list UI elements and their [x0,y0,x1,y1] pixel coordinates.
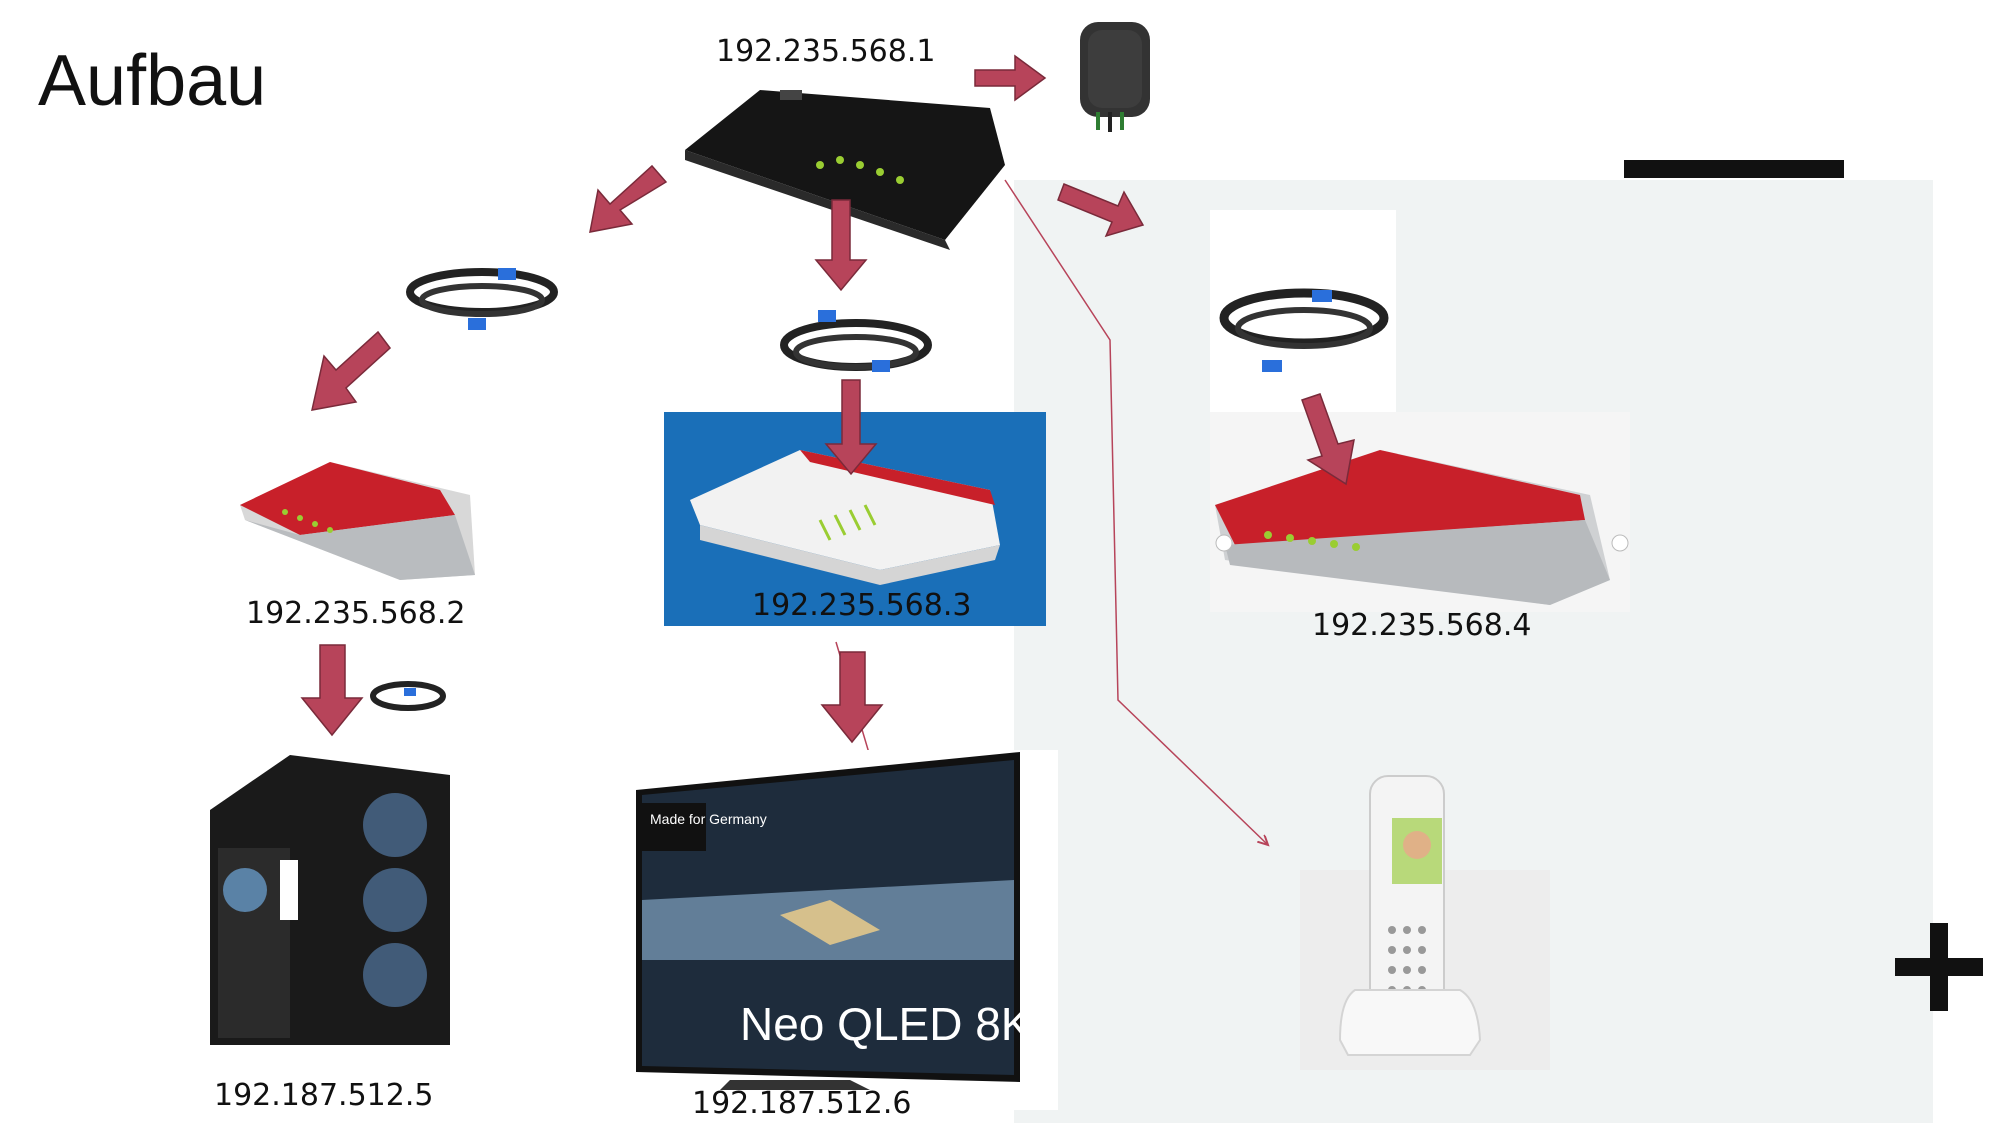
arrow-to-center-cable [814,199,868,292]
arrow-to-pc [300,644,364,737]
ip-label-router-2: 192.235.568.2 [246,596,466,631]
page-title: Aufbau [38,41,267,121]
tv-badge-line1: Made for Germany [650,811,767,827]
tv-screen-text: Neo QLED 8K [740,998,1032,1050]
arrow-to-router-2 [311,330,392,411]
modem-icon [1080,22,1150,132]
arrow-to-tv [820,651,884,744]
arrow-to-router-3 [824,379,878,476]
arrow-to-modem [974,54,1047,102]
pc-tower-icon [210,755,450,1045]
ip-label-pc: 192.187.512.5 [214,1078,434,1113]
router-black-icon [685,90,1005,250]
dect-phone-icon [1338,775,1482,1056]
arrow-to-right-panel [1057,183,1145,238]
lan-cable-icon-left [406,268,558,330]
wireless-link-line [1004,179,1268,845]
tv-icon [636,752,1020,1090]
lan-cable-icon-center [780,310,932,372]
arrow-to-router-4 [1301,393,1355,486]
lan-cable-icon-right [1219,288,1389,372]
ip-label-router-3: 192.235.568.3 [752,588,972,623]
router-red-icon-4 [1215,450,1629,605]
arrow-group [300,54,1355,744]
plus-icon-vertical [1930,923,1948,1011]
arrow-to-left-cable [589,164,668,233]
ip-label-tv: 192.187.512.6 [692,1086,912,1121]
ip-label-main-router: 192.235.568.1 [716,34,936,69]
router-red-icon-2 [240,462,475,580]
decorative-bar [1624,160,1844,178]
ip-label-router-4: 192.235.568.4 [1312,608,1532,643]
lan-cable-icon-small [370,681,446,711]
